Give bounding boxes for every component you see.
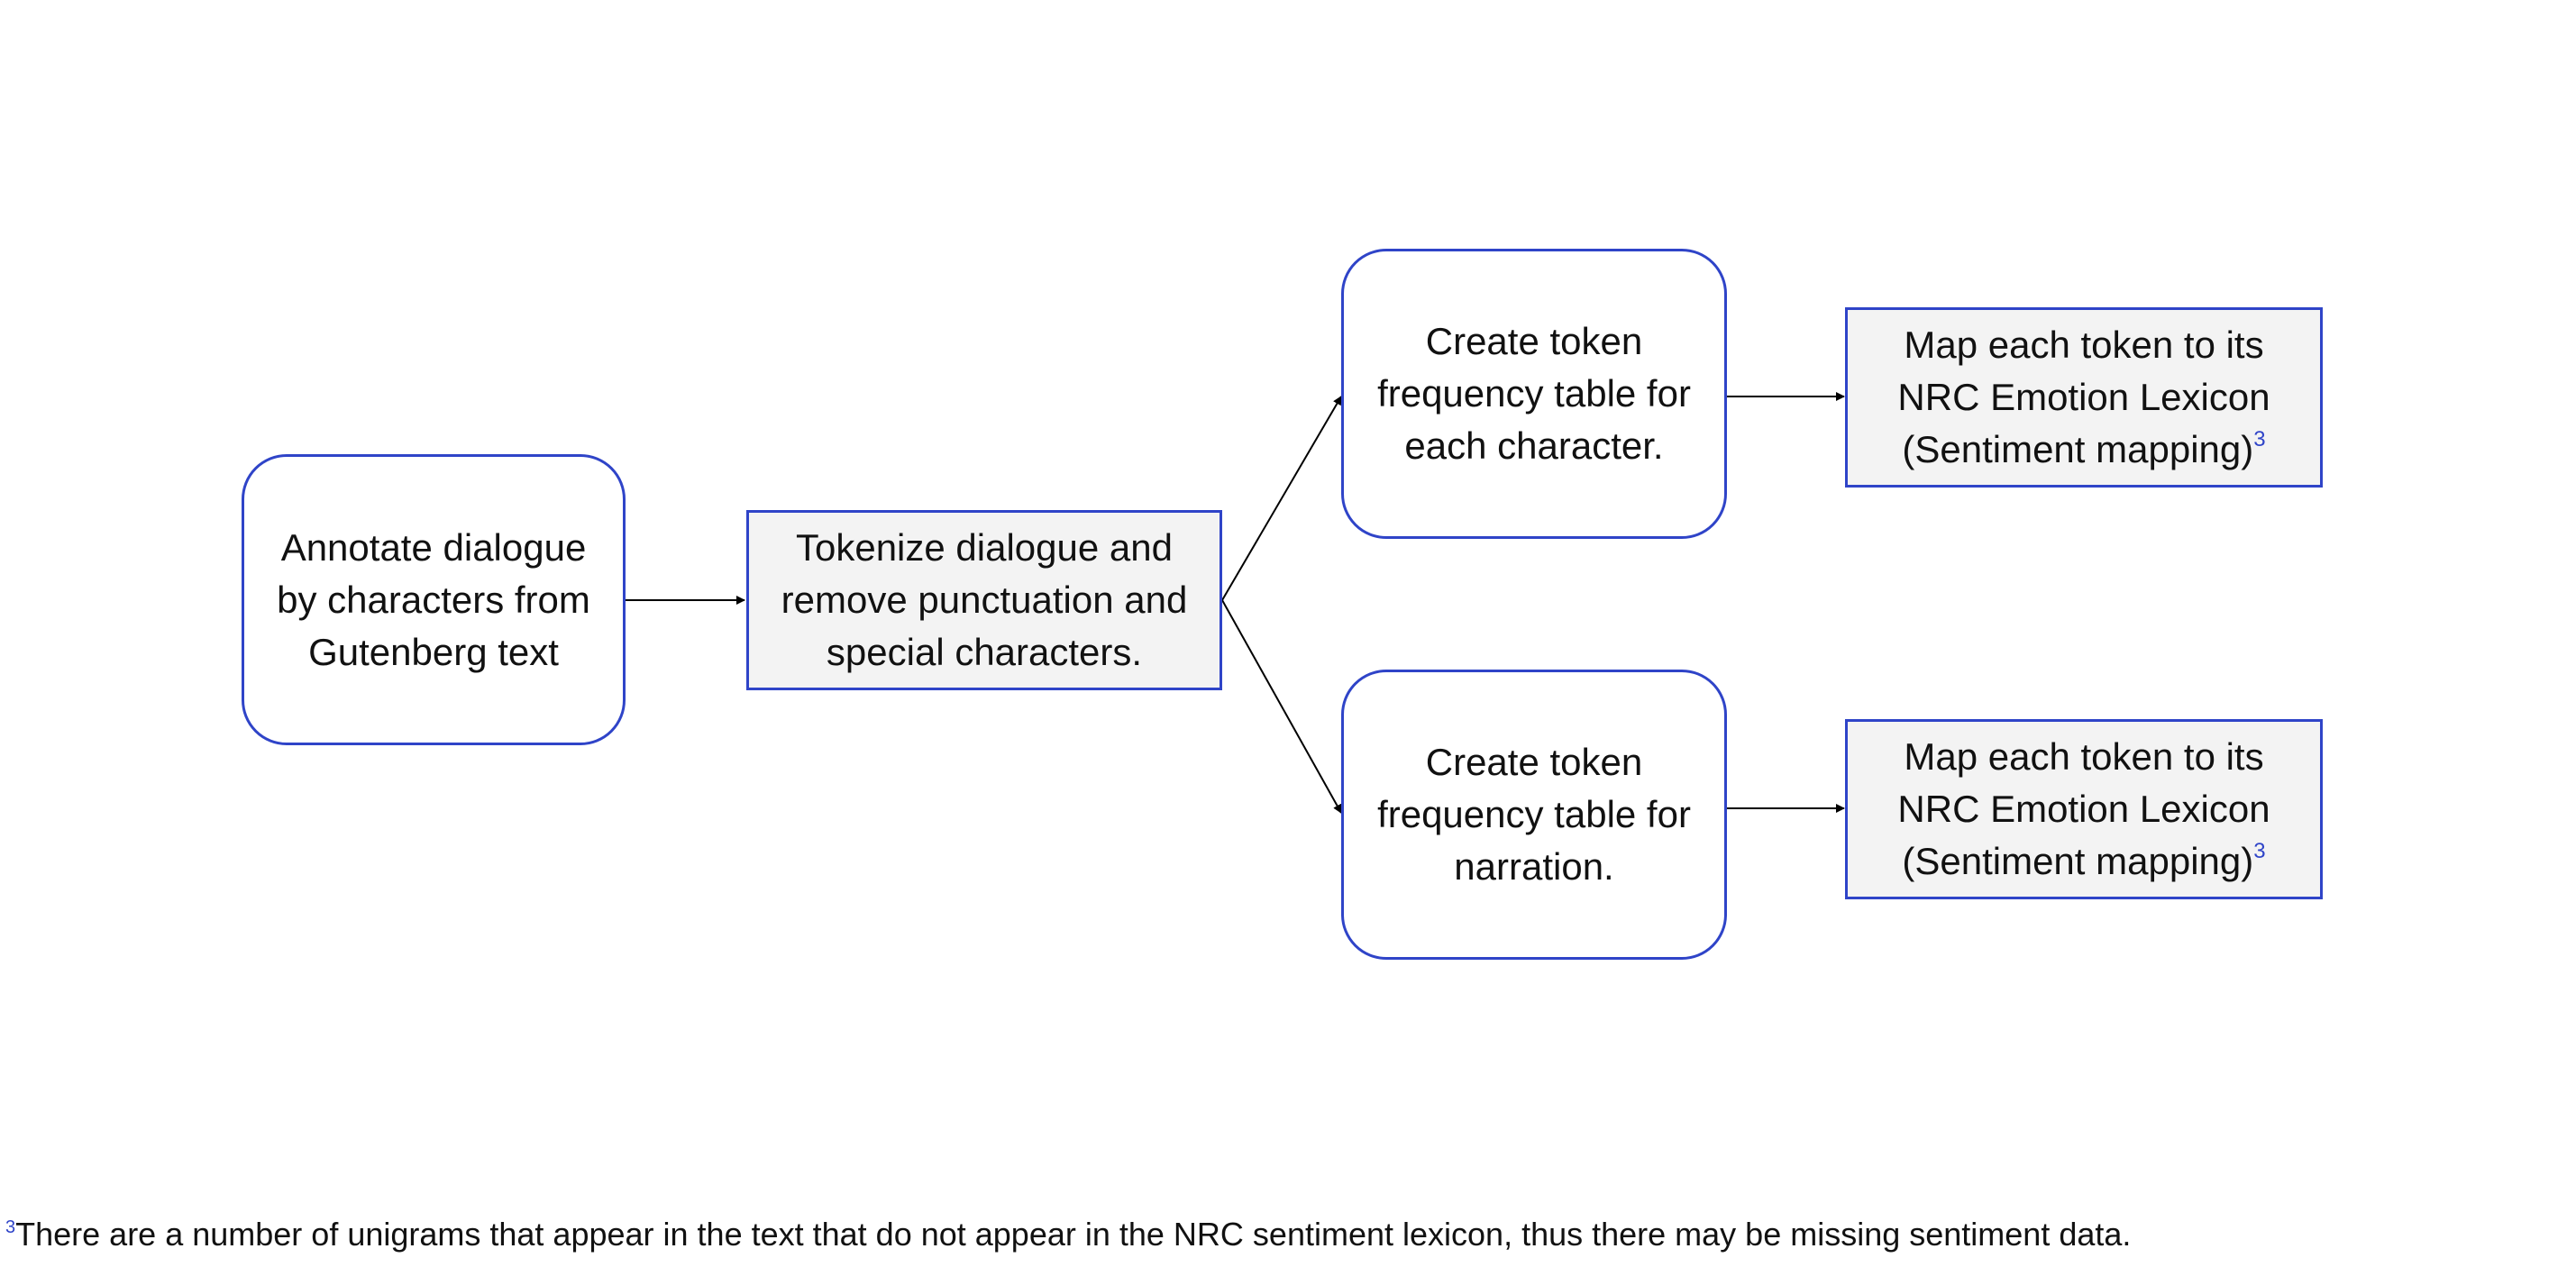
node-line: Create token <box>1425 741 1643 783</box>
node-line: Gutenberg text <box>308 630 559 673</box>
node-line: narration. <box>1454 845 1614 888</box>
node-tokenize-dialogue: Tokenize dialogue and remove punctuation… <box>746 510 1222 690</box>
node-line-text: (Sentiment mapping) <box>1902 840 2254 882</box>
node-map-narration-text: Map each token to its NRC Emotion Lexico… <box>1897 731 2270 888</box>
footnote-reference: 3 <box>2253 839 2266 863</box>
node-freq-narration-text: Create token frequency table for narrati… <box>1377 736 1691 893</box>
node-line: each character. <box>1404 424 1664 467</box>
footnote: 3There are a number of unigrams that app… <box>5 1215 2131 1260</box>
node-line: Map each token to its <box>1904 324 2264 366</box>
node-line: Annotate dialogue <box>280 525 587 569</box>
node-line-text: (Sentiment mapping) <box>1902 428 2254 470</box>
node-tokenize-text: Tokenize dialogue and remove punctuation… <box>781 522 1188 679</box>
node-frequency-table-narration: Create token frequency table for narrati… <box>1341 670 1727 960</box>
node-line: remove punctuation and <box>781 579 1188 621</box>
node-map-sentiment-character: Map each token to its NRC Emotion Lexico… <box>1845 307 2323 488</box>
node-freq-character-text: Create token frequency table for each ch… <box>1377 315 1691 472</box>
node-annotate-dialogue: Annotate dialogue by characters from Gut… <box>242 454 626 745</box>
footnote-reference: 3 <box>2253 427 2266 451</box>
node-line: frequency table for <box>1377 372 1691 415</box>
node-line: Create token <box>1425 320 1643 362</box>
node-map-sentiment-narration: Map each token to its NRC Emotion Lexico… <box>1845 719 2323 899</box>
arrow-tokenize-to-freq-character <box>1221 396 1342 601</box>
node-line: NRC Emotion Lexicon <box>1897 376 2270 418</box>
node-frequency-table-character: Create token frequency table for each ch… <box>1341 249 1727 539</box>
node-line: Map each token to its <box>1904 735 2264 778</box>
node-line: (Sentiment mapping)3 <box>1897 835 2270 888</box>
node-line: frequency table for <box>1377 793 1691 835</box>
node-annotate-text: Annotate dialogue by characters from Gut… <box>277 522 590 679</box>
footnote-text: There are a number of unigrams that appe… <box>15 1216 2132 1253</box>
footnote-marker: 3 <box>5 1217 16 1237</box>
node-map-character-text: Map each token to its NRC Emotion Lexico… <box>1897 319 2270 476</box>
arrow-tokenize-to-freq-narration <box>1221 599 1342 814</box>
node-line: special characters. <box>826 631 1143 673</box>
node-line: by characters from <box>277 578 590 621</box>
node-line: Tokenize dialogue and <box>795 526 1173 569</box>
node-line: (Sentiment mapping)3 <box>1897 424 2270 476</box>
node-line: NRC Emotion Lexicon <box>1897 788 2270 830</box>
